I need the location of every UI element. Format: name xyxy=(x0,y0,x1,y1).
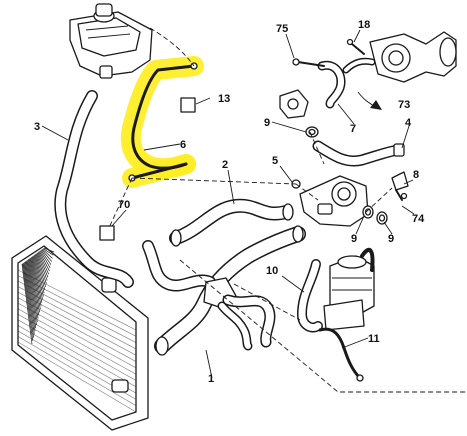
hose-1 xyxy=(142,225,306,356)
radiator-core-line xyxy=(17,275,137,337)
callout-9-middle: 9 xyxy=(351,233,357,245)
radiator-fin xyxy=(32,256,43,300)
radiator-fin xyxy=(25,261,37,329)
thermostat-housing xyxy=(291,175,369,227)
radiator-fin xyxy=(30,257,41,310)
callout-7: 7 xyxy=(350,123,356,135)
arrow-73 xyxy=(357,91,382,110)
radiator-fin xyxy=(28,258,40,316)
radiator-core-line xyxy=(17,336,137,406)
callout-18: 18 xyxy=(358,19,370,31)
callout-74: 74 xyxy=(412,213,425,225)
hose-3 xyxy=(54,90,134,288)
callout-10: 10 xyxy=(266,265,278,277)
radiator-fin xyxy=(33,255,45,294)
radiator-core-line xyxy=(17,319,137,388)
callout-1: 1 xyxy=(208,373,214,385)
callout-8: 8 xyxy=(413,169,419,181)
callout-9-upper: 9 xyxy=(264,117,270,129)
radiator-fin xyxy=(29,258,40,313)
hose-7 xyxy=(292,38,376,109)
hose-10 xyxy=(297,259,323,333)
radiator-fin xyxy=(34,254,46,291)
hose-4 xyxy=(312,140,405,167)
callout-5: 5 xyxy=(272,155,278,167)
radiator-core-line xyxy=(17,280,137,343)
pipe-6-highlighted xyxy=(120,56,204,188)
pipe-11 xyxy=(318,327,364,382)
hose-2 xyxy=(169,198,294,247)
radiator-core-line xyxy=(17,308,137,375)
callout-labels: 1 2 3 4 5 6 7 8 9 9 9 10 11 13 18 70 73 … xyxy=(34,19,425,385)
callout-4: 4 xyxy=(405,117,412,129)
callout-3: 3 xyxy=(34,121,40,133)
radiator-fin xyxy=(41,249,52,262)
radiator-core-line xyxy=(17,341,137,413)
assembly-lines xyxy=(107,27,467,393)
callout-73: 73 xyxy=(398,99,410,111)
callout-11: 11 xyxy=(368,333,380,345)
leader-lines xyxy=(41,29,415,379)
radiator-fin xyxy=(37,252,49,278)
callout-75: 75 xyxy=(276,23,288,35)
radiator-fin xyxy=(21,263,33,345)
callout-2: 2 xyxy=(222,159,228,171)
callout-6: 6 xyxy=(180,139,186,151)
radiator-fin xyxy=(36,252,48,281)
radiator-fin xyxy=(26,260,38,322)
radiator-core-line xyxy=(17,302,137,369)
turbocharger xyxy=(369,31,457,83)
callout-9-right: 9 xyxy=(388,233,394,245)
radiator-fin xyxy=(26,260,37,326)
outlet-flange xyxy=(279,89,309,119)
radiator-fin xyxy=(43,248,54,256)
radiator-fin xyxy=(40,250,52,265)
radiator-fin xyxy=(36,253,47,284)
radiator-core-line xyxy=(17,297,137,362)
seals xyxy=(305,126,388,225)
radiator xyxy=(11,235,149,431)
radiator-core-line xyxy=(17,269,137,331)
oil-filter-housing xyxy=(323,247,375,331)
radiator-core-line xyxy=(17,291,137,356)
radiator-fin xyxy=(39,250,51,269)
callout-13: 13 xyxy=(218,93,230,105)
radiator-fin xyxy=(39,251,50,272)
radiator-fin xyxy=(35,253,46,287)
radiator-core-line xyxy=(17,314,137,381)
callout-70: 70 xyxy=(118,199,130,211)
radiator-fin xyxy=(43,247,55,253)
radiator-fin xyxy=(24,261,36,332)
radiator-fin xyxy=(33,255,44,297)
radiator-fin xyxy=(38,251,50,275)
radiator-fin xyxy=(42,248,53,259)
bracket-8 xyxy=(391,171,409,201)
radiator-fin xyxy=(22,263,34,341)
radiator-fin xyxy=(23,262,34,338)
expansion-tank xyxy=(69,3,153,79)
radiator-core-line xyxy=(17,286,137,350)
